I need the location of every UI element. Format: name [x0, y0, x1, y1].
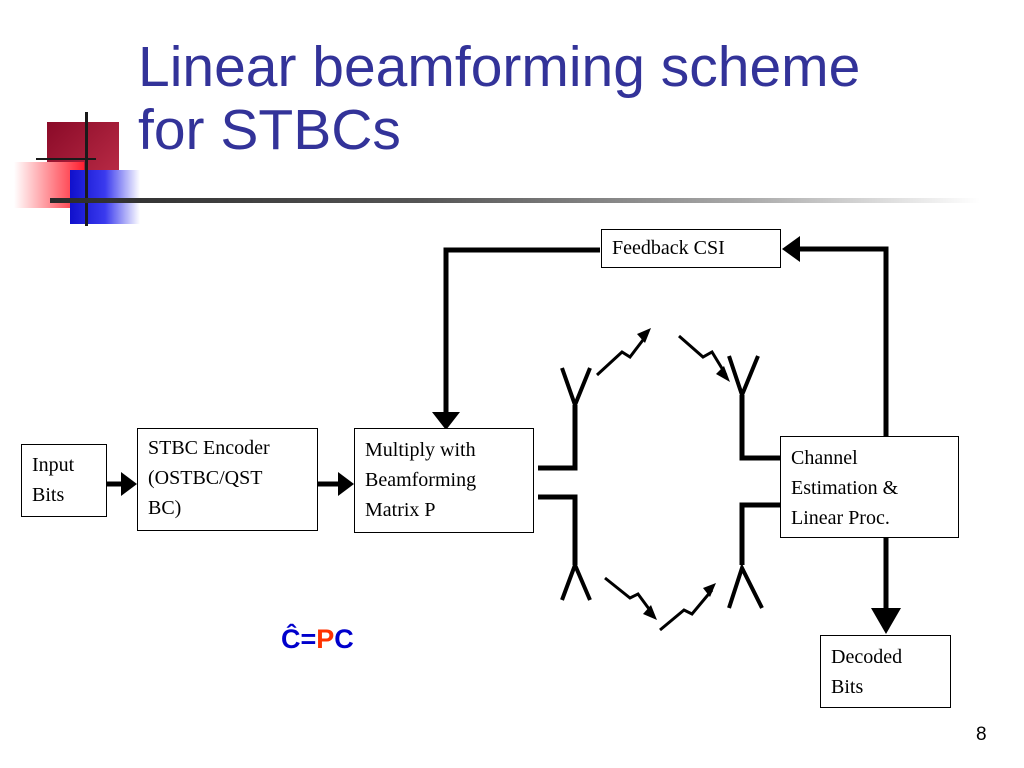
antenna-icon — [727, 355, 760, 401]
antenna-icon — [560, 367, 592, 411]
lightning-arrow-icon — [604, 576, 654, 614]
lightning-arrow-icon — [678, 334, 728, 376]
beamforming-formula: Ĉ=PC — [281, 624, 354, 655]
decoded-bits-line-2: Bits — [831, 676, 864, 698]
input-bits-line-2: Bits — [32, 484, 65, 506]
encoder-arrowhead — [338, 472, 354, 496]
beamforming-line-1: Multiply with — [365, 439, 476, 461]
decoded-arrowhead — [871, 608, 901, 634]
formula-rhs: C — [334, 624, 354, 654]
feedback-arrowhead-left — [782, 236, 800, 262]
beamforming-line-3: Matrix P — [365, 499, 436, 521]
decoded-bits-box: Decoded Bits — [820, 635, 951, 708]
input-arrowhead — [121, 472, 137, 496]
decorative-horizontal-line — [36, 158, 96, 160]
title-line-2: for STBCs — [138, 98, 401, 162]
feedback-line-left — [443, 247, 600, 414]
lightning-arrowhead — [637, 328, 651, 343]
feedback-csi-label: Feedback CSI — [612, 237, 725, 259]
antenna-icon — [560, 559, 592, 601]
rx-feed-top — [739, 395, 780, 461]
beamforming-line-2: Beamforming — [365, 469, 477, 491]
lightning-arrow-icon — [595, 335, 648, 377]
tx-feed-bottom — [538, 494, 578, 565]
title-line-1: Linear beamforming scheme — [138, 35, 861, 99]
stbc-encoder-line-2: (OSTBC/QST — [148, 467, 263, 489]
decoded-bits-line-1: Decoded — [831, 646, 903, 668]
input-bits-line-1: Input — [32, 454, 75, 476]
stbc-encoder-box: STBC Encoder (OSTBC/QST BC) — [137, 428, 318, 531]
lightning-arrow-icon — [659, 589, 714, 632]
feedback-csi-box: Feedback CSI — [601, 229, 781, 268]
formula-equals: = — [300, 624, 317, 654]
decorative-vertical-line — [85, 112, 88, 226]
channel-estimation-box: Channel Estimation & Linear Proc. — [780, 436, 959, 538]
page-number: 8 — [976, 724, 987, 745]
lightning-arrowhead — [703, 583, 716, 597]
title-underline — [50, 198, 980, 203]
lightning-arrowhead — [643, 605, 657, 620]
beamforming-box: Multiply with Beamforming Matrix P — [354, 428, 534, 533]
lightning-arrowhead — [716, 366, 730, 382]
channel-estimation-line-1: Channel — [791, 447, 858, 469]
formula-lhs: Ĉ — [281, 624, 301, 654]
decorative-blue-square — [70, 170, 140, 224]
antenna-icon — [727, 562, 764, 609]
stbc-encoder-line-3: BC) — [148, 497, 182, 519]
channel-estimation-line-2: Estimation & — [791, 477, 899, 499]
tx-feed-top — [538, 405, 578, 471]
stbc-encoder-line-1: STBC Encoder — [148, 437, 270, 459]
beamforming-arrowhead — [432, 412, 460, 430]
rx-feed-bottom — [739, 502, 780, 565]
slide-title: Linear beamforming scheme for STBCs — [138, 36, 860, 162]
formula-matrix-p: P — [316, 624, 335, 654]
feedback-line-right — [800, 246, 889, 436]
input-bits-box: Input Bits — [21, 444, 107, 517]
channel-estimation-line-3: Linear Proc. — [791, 507, 890, 529]
